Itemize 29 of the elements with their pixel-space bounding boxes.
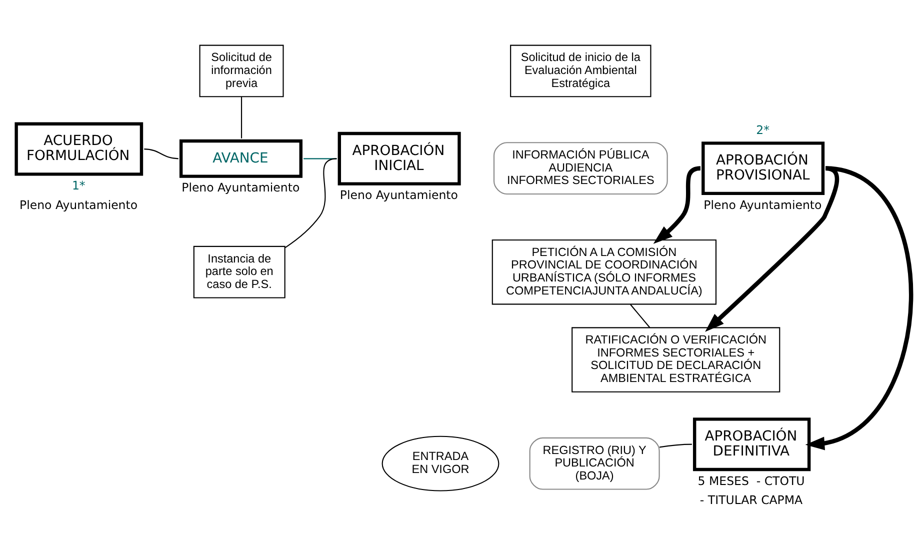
arrow	[805, 166, 914, 450]
node-box: AVANCE	[179, 139, 302, 178]
connector	[240, 96, 242, 138]
connector	[659, 444, 692, 448]
connector	[144, 148, 178, 160]
node-label: Pleno Ayuntamiento	[340, 188, 458, 202]
node-label: 2*	[756, 122, 770, 137]
node-box: Solicitud de inicio de la Evaluación Ambiental Estratégica	[510, 44, 652, 98]
node-box: Instancia de parte solo en caso de P.S.	[193, 246, 286, 298]
connector	[304, 158, 337, 160]
node-box: RATIFICACIÓN O VERIFICACIÓN INFORMES SECTORIALES + SOLICITUD DE DECLARACIÓN AMBIENTAL ESTRATÉGICA	[572, 327, 780, 392]
node-label: 1*	[72, 178, 86, 192]
arrow	[653, 166, 701, 244]
node-label: Pleno Ayuntamiento	[704, 198, 822, 212]
node-box: INFORMACIÓN PÚBLICA AUDIENCIA INFORMES SECTORIALES	[493, 142, 668, 195]
node-ellipse: ENTRADA EN VIGOR	[382, 436, 500, 492]
node-label: 5 MESES - CTOTU	[698, 474, 805, 488]
node-label: Pleno Ayuntamiento	[182, 180, 300, 195]
node-box: PETICIÓN A LA COMISIÓN PROVINCIAL DE COORDINACIÓN URBANÍSTICA (SÓLO INFORMES COMPETENCIAJUNTA ANDALUCÍA)	[492, 239, 717, 305]
node-box: APROBACIÓN INICIAL	[338, 132, 461, 186]
connector	[284, 158, 337, 248]
node-box: APROBACIÓN DEFINITIVA	[692, 418, 811, 472]
node-label: Pleno Ayuntamiento	[20, 198, 138, 212]
node-box: REGISTRO (RIU) Y PUBLICACIÓN (BOJA)	[529, 437, 660, 490]
node-box: Solicitud de información previa	[199, 44, 284, 98]
node-box: APROBACIÓN PROVISIONAL	[702, 142, 825, 196]
node-label: - TITULAR CAPMA	[700, 493, 803, 508]
node-box: ACUERDO FORMULACIÓN	[14, 122, 144, 176]
connector	[630, 304, 650, 328]
